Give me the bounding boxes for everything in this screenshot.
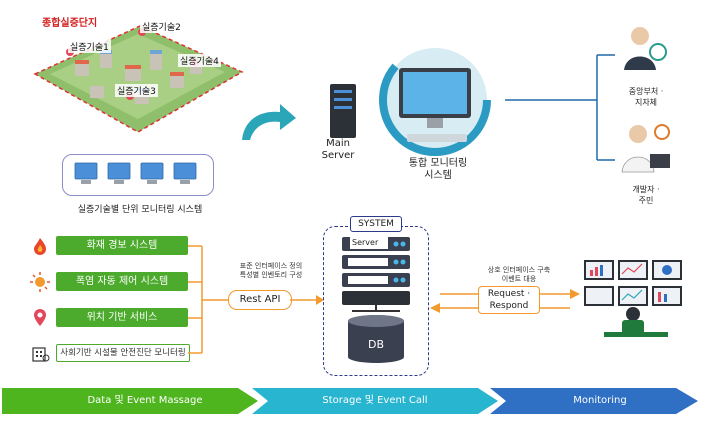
infrastructure-monitoring-service: 사회기반 시설물 안전진단 모니터링 [56,344,190,362]
timeline-storage-label: Storage 및 Event Call [322,395,428,406]
curved-arrow-icon [242,104,296,140]
server-label: Server [350,237,388,249]
site-label-4: 실증기술4 [178,54,221,67]
fire-icon [30,236,50,256]
city-map-graphic [33,25,244,133]
server-icon [330,84,356,138]
interface-note: 표준 인터페이스 정의 특성별 인벤토리 구성 [239,262,303,279]
fire-alarm-service: 화재 경보 시스템 [56,236,188,255]
developer-label: 개발자 · 주민 [632,185,660,205]
service-bracket [188,245,228,354]
unit-monitor-box [62,154,214,196]
developer-user-icon [621,124,670,173]
heatwave-control-service: 폭염 자동 제어 시스템 [56,272,188,291]
demo-complex-illustration [30,14,245,139]
integrated-monitor-graphic [379,44,491,156]
complex-title: 종합실증단지 [42,18,98,29]
location-service: 위치 기반 서비스 [56,308,188,327]
site-label-1: 실증기술1 [68,40,111,53]
main-server-label: Main Server [321,138,355,161]
site-label-3: 실증기술3 [115,84,158,97]
timeline-arrows [2,388,698,414]
db-label: DB [367,338,385,351]
government-label: 중앙부처 · 지자체 [628,87,664,107]
timeline-monitoring-label: Monitoring [573,395,627,406]
system-title: SYSTEM [350,216,402,232]
timeline-data-label: Data 및 Event Massage [87,395,203,406]
site-label-2: 실증기술2 [140,20,183,33]
monitoring-operator-graphic [584,260,682,337]
monitor-icons [74,162,197,184]
location-pin-icon [30,308,50,328]
government-user-icon [624,27,667,70]
sun-icon [30,272,50,292]
user-connector-lines [505,54,615,161]
building-icon [30,343,50,363]
rest-api-arrow-icon [290,295,324,305]
rest-api-pill: Rest API [228,290,292,310]
integrated-system-label: 통합 모니터링 시스템 [408,158,468,181]
unit-monitor-caption: 실증기술별 단위 모니터링 시스템 [77,205,203,215]
request-respond-box: Request · Respond [478,286,540,314]
request-note: 상호 인터페이스 구축 이벤트 대응 [487,266,551,283]
